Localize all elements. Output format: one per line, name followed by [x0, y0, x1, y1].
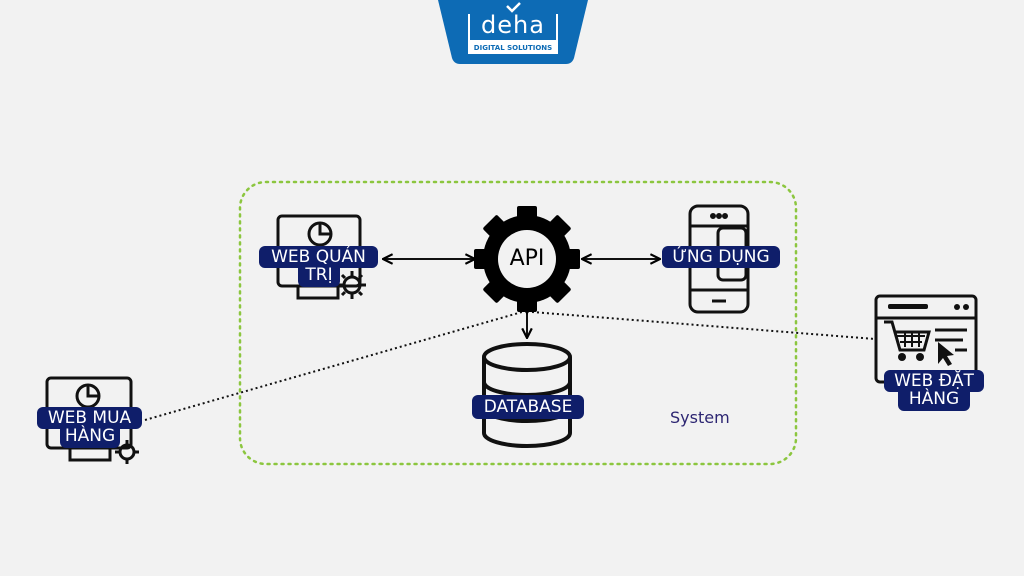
order-web-label-line1: WEB ĐẶT [894, 371, 974, 391]
admin-web-label: WEB QUẢN [259, 246, 378, 268]
database-label: DATABASE [472, 395, 584, 419]
api-gear-icon [474, 206, 580, 315]
admin-web-label-line2-box: TRỊ [298, 266, 340, 287]
logo-tagline: DIGITAL SOLUTIONS [468, 42, 558, 54]
order-web-label-line2-box: HÀNG [898, 390, 970, 411]
logo-brand: deha [468, 13, 558, 42]
admin-web-label-line1: WEB QUẢN [271, 247, 366, 267]
order-web-label-line2: HÀNG [908, 389, 960, 409]
logo: deha DIGITAL SOLUTIONS [438, 0, 588, 64]
shop-web-label-line1: WEB MUA [47, 408, 132, 428]
shop-web-label: WEB MUA [37, 407, 142, 429]
shop-web-label-line2: HÀNG [64, 426, 116, 446]
admin-web-label-line2: TRỊ [305, 265, 333, 285]
app-label: ỨNG DỤNG [662, 246, 780, 268]
system-boundary-label: System [670, 408, 730, 427]
checkmark-icon [506, 2, 521, 13]
api-label: API [509, 246, 545, 271]
connection-shop-web-api [144, 311, 523, 421]
order-web-label: WEB ĐẶT [884, 370, 984, 392]
shop-web-label-line2-box: HÀNG [60, 427, 120, 448]
connection-api-order-web [531, 311, 876, 340]
system-boundary [238, 180, 798, 466]
